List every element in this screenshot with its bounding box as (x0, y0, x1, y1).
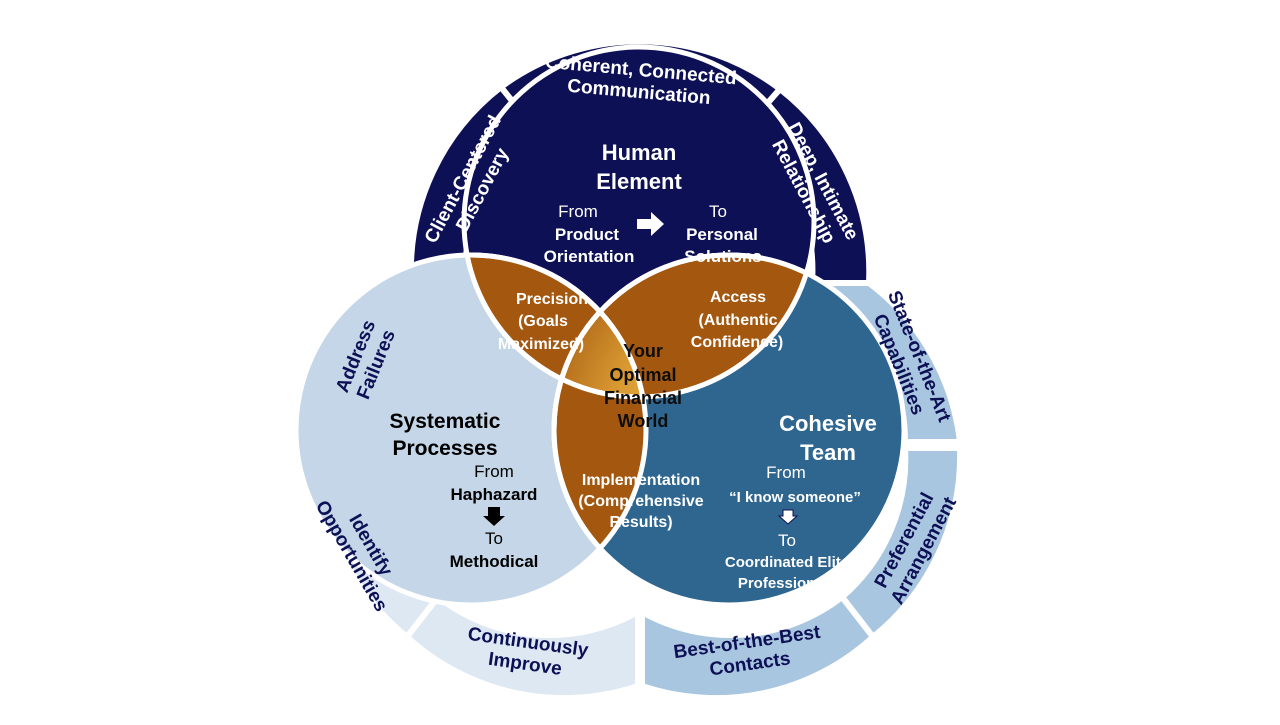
precision-label-2: (Goals (518, 313, 568, 330)
systematic-title-2: Processes (392, 437, 497, 460)
implementation-label-1: Implementation (582, 472, 700, 489)
systematic-from-word: From (474, 462, 514, 481)
human-to-value-1: Personal (686, 225, 758, 244)
cohesive-title-1: Cohesive (779, 411, 877, 436)
ring-segment-best-contacts (639, 592, 878, 702)
center-label-2: Optimal (609, 365, 676, 385)
precision-label-1: Precision (516, 291, 588, 308)
human-from-value-1: Product (555, 225, 620, 244)
human-from-word: From (558, 202, 598, 221)
systematic-to-value: Methodical (450, 552, 539, 571)
access-label-2: (Authentic (698, 312, 777, 329)
right-arrow-icon (637, 212, 664, 236)
human-to-value-2: Solutions (684, 247, 761, 266)
human-to-word: To (709, 202, 727, 221)
human-element-title-2: Element (596, 169, 682, 194)
cohesive-to-word: To (778, 531, 796, 550)
implementation-label-2: (Comprehensive (578, 493, 703, 510)
access-label-3: Confidence) (691, 334, 783, 351)
systematic-from-value: Haphazard (451, 485, 538, 504)
ring-segment-continuously-improve (402, 592, 641, 702)
implementation-label-3: Results) (609, 514, 672, 531)
human-from-value-2: Orientation (544, 247, 635, 266)
center-label-3: Financial (604, 388, 682, 408)
human-element-title-1: Human (602, 140, 677, 165)
cohesive-to-value-2: Professionals (738, 575, 836, 592)
cohesive-to-value-1: Coordinated Elite (725, 554, 849, 571)
systematic-title-1: Systematic (390, 410, 501, 433)
systematic-processes-content: Systematic Processes From Haphazard To M… (390, 410, 539, 571)
down-arrow-outline-icon (777, 509, 799, 525)
access-label-1: Access (710, 289, 766, 306)
center-text: Your Optimal Financial World (604, 341, 682, 431)
down-arrow-icon (483, 507, 505, 526)
systematic-to-word: To (485, 529, 503, 548)
human-element-content: Human Element From Product Orientation T… (544, 140, 762, 266)
precision-label-3: Maximized) (498, 336, 584, 353)
center-label-4: World (618, 411, 669, 431)
cohesive-from-value: “I know someone” (729, 489, 861, 506)
center-label-1: Your (623, 341, 663, 361)
overlap-texts: Precision (Goals Maximized) Access (Auth… (498, 289, 783, 531)
cohesive-title-2: Team (800, 440, 856, 465)
cohesive-from-word: From (766, 463, 806, 482)
cohesive-team-content: Cohesive Team From “I know someone” To C… (725, 411, 877, 592)
